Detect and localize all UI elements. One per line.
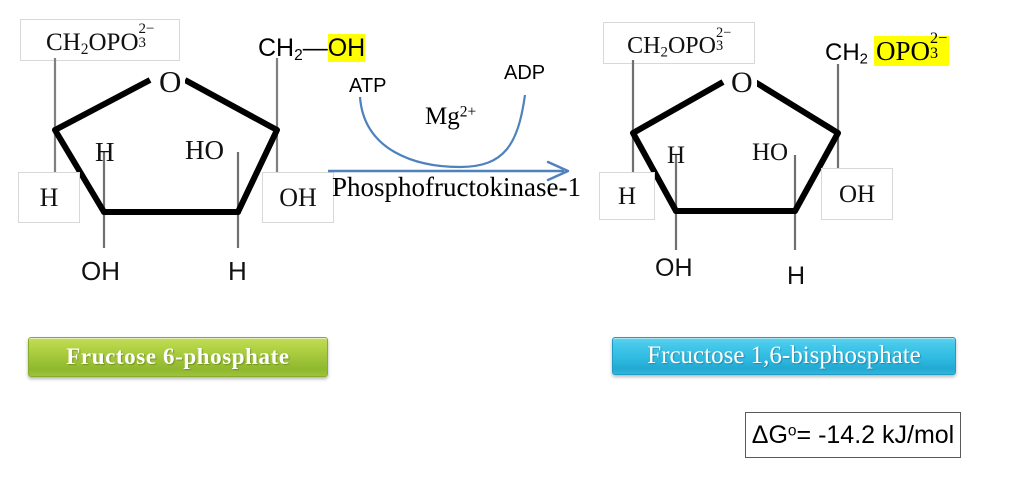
reaction-arrow-svg — [328, 94, 570, 182]
substrate-bottom-oh-label: OH — [81, 256, 120, 286]
substrate-left-h-label: H — [18, 172, 80, 223]
product-c1-ch2: CH2 — [825, 39, 868, 68]
reaction-arrow-group: ATP ADP Mg2+ Phosphofructokinase-1 — [320, 55, 600, 215]
substrate-c1-oh-highlight: OH — [327, 34, 366, 62]
substrate-right-oh-label: OH — [262, 172, 334, 223]
product-left-h-label: H — [599, 172, 655, 220]
substrate-c1-hydroxyl-label: CH2—OH — [258, 34, 366, 64]
free-energy-box: ΔGo= -14.2 kJ/mol — [745, 412, 961, 458]
magnesium-cofactor-label: Mg2+ — [425, 103, 477, 130]
product-bottom-oh-label: OH — [655, 254, 693, 282]
substrate-ring-oxygen: O — [155, 66, 186, 97]
substrate-inner-h-label: H — [95, 137, 115, 167]
product-inner-ho-label: HO — [752, 139, 789, 166]
standard-state-degree: o — [787, 422, 797, 440]
substrate-name-text: Fructose 6-phosphate — [66, 344, 290, 369]
adp-label: ADP — [504, 62, 546, 84]
substrate-inner-ho-label: HO — [185, 135, 224, 165]
substrate-name-badge: Fructose 6-phosphate — [28, 337, 328, 377]
free-energy-text: ΔGo= -14.2 kJ/mol — [752, 421, 954, 450]
product-right-oh-label: OH — [821, 168, 893, 220]
atp-label: ATP — [349, 75, 387, 97]
enzyme-label: Phosphofructokinase-1 — [332, 172, 581, 202]
product-ring-svg — [630, 60, 841, 250]
magnesium-charge: 2+ — [459, 103, 477, 121]
substrate-bottom-h-label: H — [228, 256, 247, 286]
product-name-badge: Frcuctose 1,6-bisphosphate — [612, 337, 956, 375]
product-ring-oxygen: O — [727, 68, 757, 98]
delta-g-symbol: ΔG — [751, 420, 788, 449]
product-name-text: Frcuctose 1,6-bisphosphate — [647, 342, 921, 369]
product-bottom-h-label: H — [787, 262, 806, 290]
delta-g-value: = -14.2 kJ/mol — [796, 420, 955, 449]
product-inner-h-label: H — [667, 142, 686, 169]
substrate-c1-ch2: CH2 — [258, 34, 303, 64]
substrate-c1-bond-dash: — — [302, 34, 328, 62]
substrate-ring-svg — [52, 58, 280, 248]
